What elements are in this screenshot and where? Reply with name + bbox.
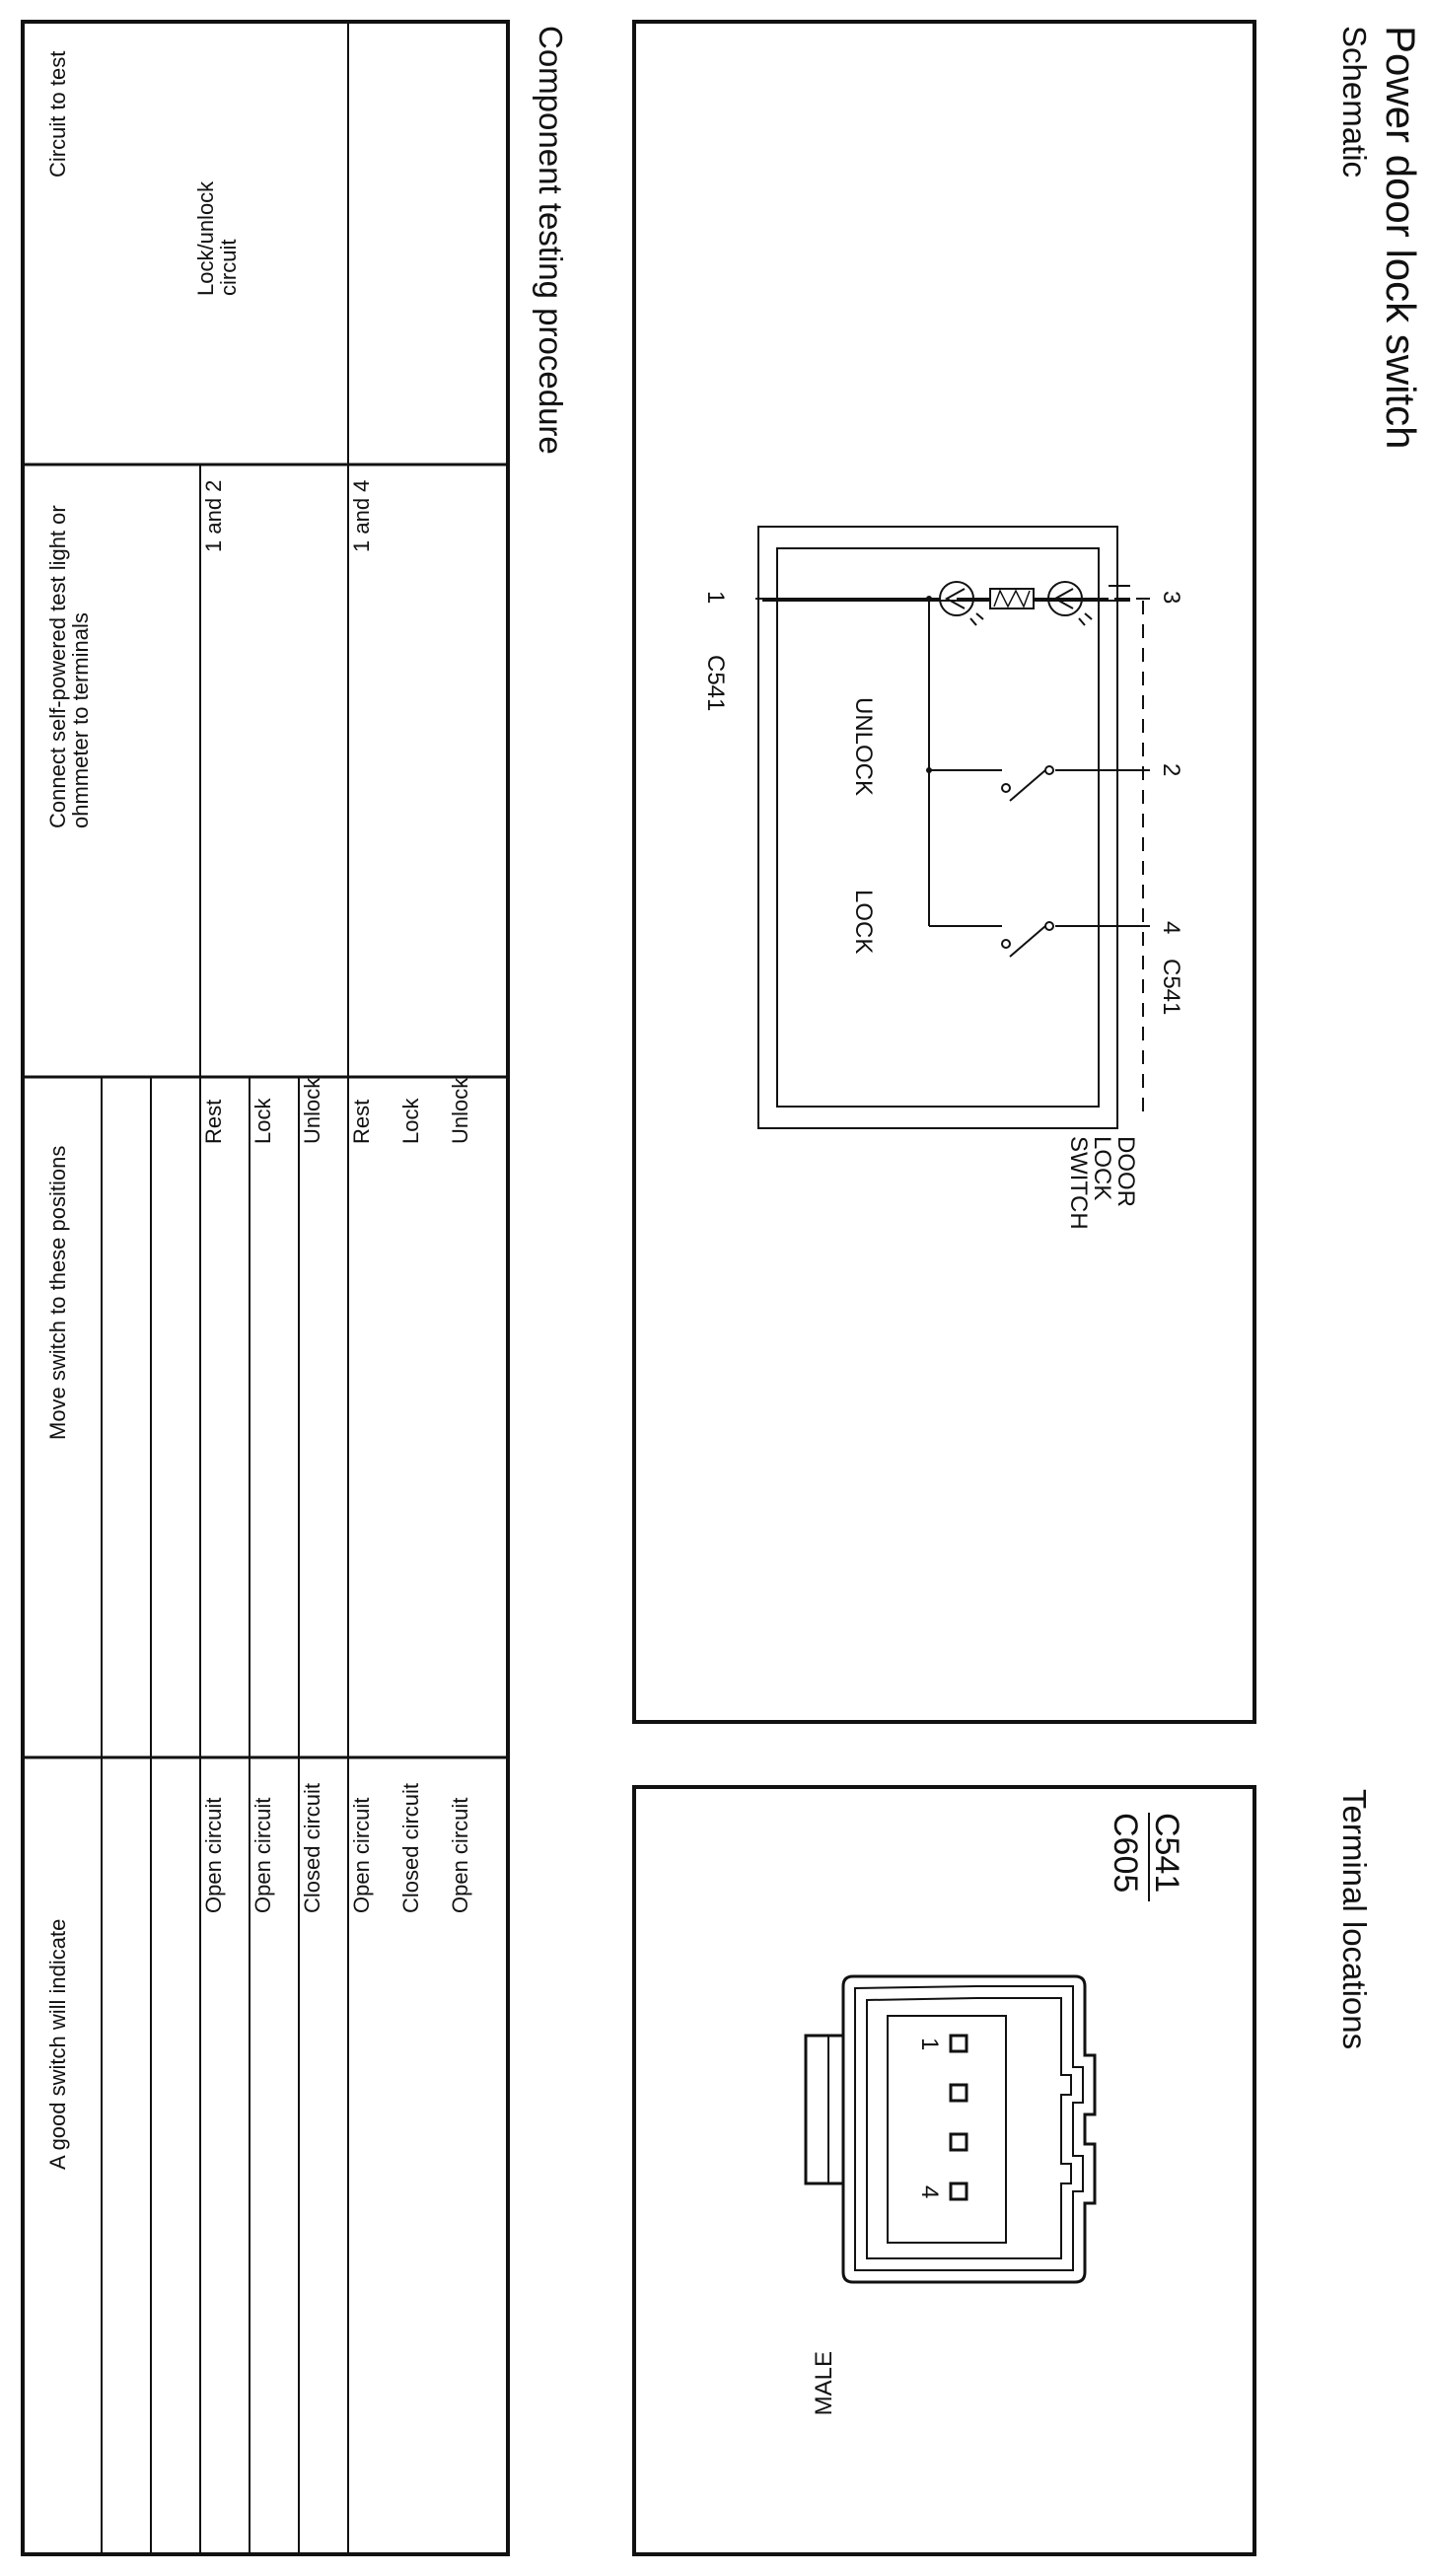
- lock-switch-contact: [1009, 925, 1046, 958]
- page-title: Power door lock switch: [1378, 26, 1424, 450]
- terminal-label: 3: [1158, 591, 1184, 604]
- pin-label: 4: [916, 2185, 943, 2198]
- pin-icon: [949, 2182, 968, 2201]
- lamp-icon: [1047, 581, 1083, 616]
- connector-label: C541: [702, 655, 729, 711]
- position-cell: Unlock: [300, 1077, 324, 1144]
- terminal-heading: Terminal locations: [1336, 1789, 1373, 2050]
- pin-label: 1: [916, 2038, 943, 2050]
- circuit-cell: Lock/unlock circuit: [193, 180, 241, 296]
- result-cell: Closed circuit: [300, 1782, 324, 1913]
- pin-icon: [949, 2132, 968, 2152]
- position-cell: Rest: [349, 1099, 374, 1144]
- terminals-cell: 1 and 4: [349, 479, 374, 552]
- schematic-diagram: 3 2 4 C541 1 C541 UNLOCK LOCK DOOR LOCK …: [702, 526, 1184, 1230]
- procedure-table: [21, 20, 510, 2556]
- header-circuit-to-test: Circuit to test: [45, 50, 70, 178]
- component-label-line: DOOR LOCK SWITCH: [1065, 1136, 1139, 1230]
- connector-face-drawing: 1 4: [804, 1974, 1097, 2284]
- pin-icon: [949, 2083, 968, 2103]
- terminal-label: 4: [1158, 921, 1184, 934]
- terminal-box: C541 C605 MALE 1 4: [632, 1785, 1256, 2556]
- result-cell: Open circuit: [448, 1797, 472, 1913]
- result-cell: Closed circuit: [398, 1782, 423, 1913]
- lock-label: LOCK: [850, 890, 877, 954]
- position-cell: Unlock: [448, 1077, 472, 1144]
- terminals-cell: 1 and 2: [201, 479, 226, 552]
- procedure-heading: Component testing procedure: [533, 26, 569, 455]
- result-cell: Open circuit: [349, 1797, 374, 1913]
- result-cell: Open circuit: [201, 1797, 226, 1913]
- connector-label: C541: [1158, 959, 1184, 1015]
- header-move-switch: Move switch to these positions: [45, 1145, 70, 1440]
- latch-icon: [804, 2034, 845, 2185]
- connector-housing: [841, 1974, 1097, 2284]
- table-grid: [25, 24, 506, 2552]
- unlock-label: UNLOCK: [850, 697, 877, 796]
- schematic-heading: Schematic: [1336, 26, 1373, 179]
- terminal-label: 2: [1158, 763, 1184, 776]
- header-connect-terminals: Connect self-powered test light or ohmme…: [45, 505, 93, 828]
- position-cell: Lock: [251, 1098, 275, 1144]
- terminal-label: 1: [702, 591, 729, 604]
- result-cell: Open circuit: [251, 1797, 275, 1913]
- pin-icon: [949, 2034, 968, 2053]
- header-good-switch: A good switch will indicate: [45, 1918, 70, 2170]
- position-cell: Lock: [398, 1098, 423, 1144]
- position-cell: Rest: [201, 1099, 226, 1144]
- schematic-box: 3 2 4 C541 1 C541 UNLOCK LOCK DOOR LOCK …: [632, 20, 1256, 1724]
- unlock-switch-contact: [1009, 769, 1046, 802]
